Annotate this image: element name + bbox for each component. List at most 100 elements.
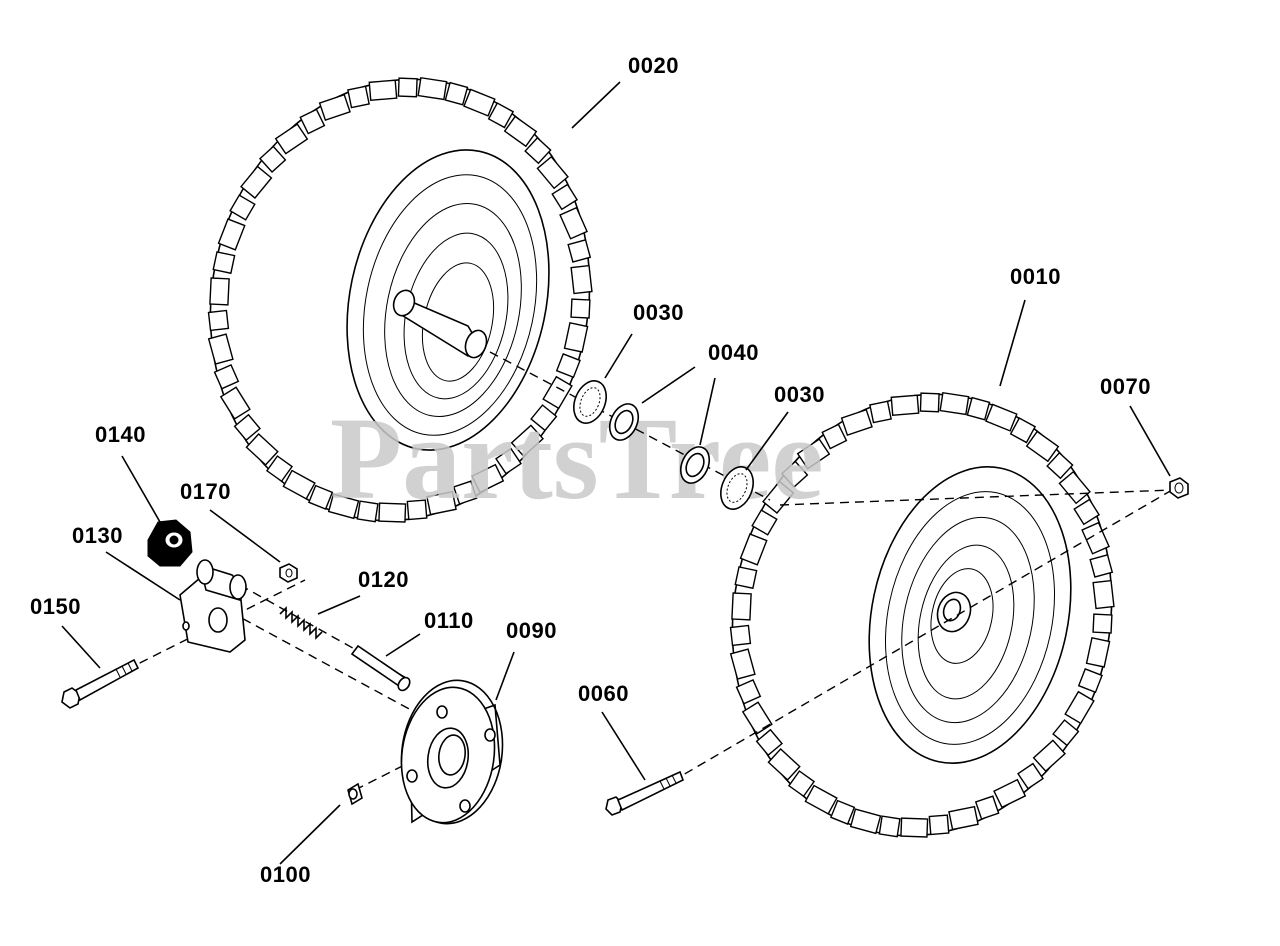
tread-lug [729,624,752,647]
tread-lug [503,115,538,148]
tread-lug [762,480,795,515]
tread-lug [406,499,428,521]
bracket-0130[interactable] [179,559,247,653]
spring-0120[interactable] [279,606,323,640]
callout-0030-lower[interactable]: 0030 [774,382,825,407]
tread-lug [755,728,783,757]
tread-lug [207,333,234,365]
tread-lug [731,592,752,621]
tread-lug [948,805,979,831]
tread-lug [570,264,593,295]
callout-0140[interactable]: 0140 [95,422,146,447]
wheel-0010[interactable] [692,359,1152,871]
callout-0020[interactable]: 0020 [628,53,679,78]
tread-lug [299,108,326,135]
callout-0070[interactable]: 0070 [1100,374,1151,399]
callout-labels: 0020 0010 0030 0040 0030 0070 0140 0170 … [30,53,1151,887]
knob-0140[interactable] [147,519,193,567]
tread-lug [229,194,256,221]
callout-0170[interactable]: 0170 [180,479,231,504]
callout-0010[interactable]: 0010 [1010,264,1061,289]
tread-lug [463,88,496,117]
tread-lug [240,165,273,200]
tread-lug [1025,430,1060,463]
tread-lug [307,484,334,510]
callout-0090[interactable]: 0090 [506,618,557,643]
bolt-0150[interactable] [61,658,140,709]
tread-lug [751,509,778,536]
tread-lug [734,566,758,590]
washer-0040[interactable] [604,399,644,444]
tread-lug [233,413,261,442]
hub-flange-0090[interactable] [392,674,511,831]
tread-lug [928,814,950,836]
retaining-ring-0030-upper[interactable] [568,376,612,428]
tread-lug [974,795,1000,820]
tread-lug [265,455,294,483]
tread-lug [258,145,287,173]
tread-lug [530,404,558,432]
tread-lug [1017,762,1044,790]
callout-0110[interactable]: 0110 [424,608,474,633]
tread-lug [551,183,579,211]
tread-lug [347,85,370,109]
tread-lug [327,493,360,520]
tread-lug [1032,739,1066,773]
tread-lug [213,363,240,390]
tread-lug [878,815,901,838]
callout-0150[interactable]: 0150 [30,594,81,619]
tread-lug [495,447,522,475]
tread-lug [741,701,773,735]
tread-lug [356,500,379,523]
tread-lug [939,391,970,416]
tread-lug [245,433,279,466]
tread-lug [1046,451,1074,480]
pin-0110[interactable] [350,644,412,693]
tread-lug [1089,554,1114,578]
tread-lug [570,298,591,319]
tread-lug [209,277,230,306]
tread-lug [524,136,552,165]
tread-lug [274,123,309,155]
callout-0030-upper[interactable]: 0030 [633,300,684,325]
callout-0040[interactable]: 0040 [708,340,759,365]
tread-lug [536,155,569,190]
tread-lug [1052,719,1080,747]
tread-lug [212,251,236,275]
nut-0170[interactable] [279,563,298,583]
tread-lug [318,93,351,121]
tread-lug [217,218,246,251]
tread-lug [452,480,478,505]
tread-lug [840,408,873,436]
tread-lug [368,79,398,102]
nut-0070[interactable] [1169,477,1189,499]
tread-lug [510,424,544,458]
wheel-0020[interactable] [170,44,630,556]
callout-0130[interactable]: 0130 [72,523,123,548]
tread-lug [821,423,848,450]
bolt-0060[interactable] [605,770,685,816]
tread-lug [919,392,940,413]
tread-lug [559,206,588,240]
tread-lug [966,396,991,421]
tread-lug [397,77,418,98]
callout-0060[interactable]: 0060 [578,681,629,706]
tread-lug [417,76,448,101]
tread-lug [900,817,929,838]
tread-lug [796,438,831,470]
washer-0040-second[interactable] [675,442,715,487]
callout-0120[interactable]: 0120 [358,567,409,592]
tread-lug [426,490,457,516]
tread-lug [555,353,581,379]
tread-lug [735,678,762,705]
retaining-ring-0030-lower[interactable] [715,462,759,514]
tread-lug [767,748,801,781]
tread-lug [849,808,882,835]
callout-0100[interactable]: 0100 [260,862,311,887]
set-screw-0100[interactable] [347,782,363,806]
tread-lug [1009,417,1037,444]
tread-lug [1085,637,1111,668]
tread-lug [890,394,920,417]
tread-lug [207,309,230,332]
